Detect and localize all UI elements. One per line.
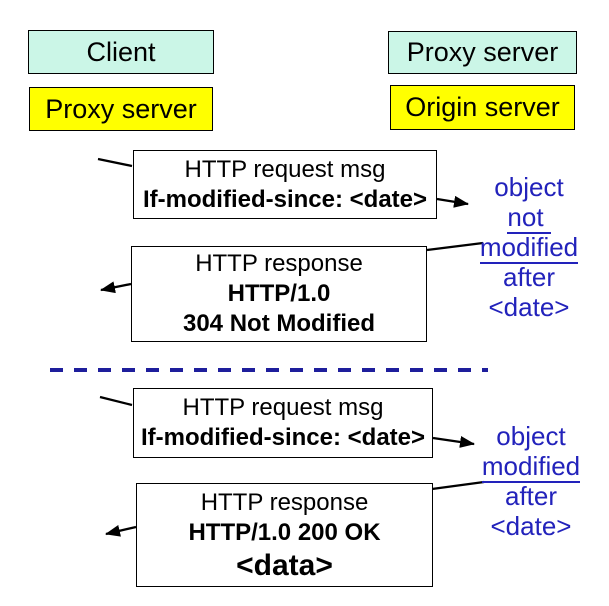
request1-if-modified-since-header: If-modified-since: <date>: [142, 185, 428, 213]
response2-title: HTTP response: [200, 488, 369, 516]
response2-status-200: HTTP/1.0 200 OK: [188, 518, 381, 546]
annotation1-line-date: <date>: [488, 292, 570, 322]
actor-box-client: Client: [28, 30, 214, 74]
annotation2-line-date: <date>: [490, 511, 572, 541]
annotation1-line-not: not: [507, 202, 551, 234]
actor-box-origin-server: Origin server: [390, 85, 575, 130]
response2-left-arrow: [105, 524, 137, 537]
http-response-msg-box-1: HTTP response HTTP/1.0 304 Not Modified: [131, 246, 427, 342]
response1-http-version: HTTP/1.0: [227, 280, 331, 307]
actor-box-right-proxy-server: Proxy server: [388, 31, 577, 74]
annotation2-line-object: object: [496, 421, 566, 451]
annotation-object-modified: object modified after <date>: [463, 421, 599, 541]
http-response-msg-box-2: HTTP response HTTP/1.0 200 OK <data>: [136, 483, 433, 587]
http-request-msg-box-2: HTTP request msg If-modified-since: <dat…: [133, 388, 433, 458]
response1-left-arrow: [100, 281, 132, 294]
request2-if-modified-since-header: If-modified-since: <date>: [140, 424, 426, 451]
actor-box-left-proxy-server: Proxy server: [29, 87, 213, 131]
request1-title: HTTP request msg: [184, 155, 386, 183]
annotation1-line-after: after: [502, 262, 556, 292]
annotation1-line-object: object: [494, 172, 564, 202]
actor-label-right-proxy-server: Proxy server: [406, 37, 559, 67]
http-request-msg-box-1: HTTP request msg If-modified-since: <dat…: [133, 150, 437, 219]
annotation2-line-modified: modified: [481, 451, 581, 483]
annotation1-line-modified: modified: [479, 232, 579, 264]
actor-label-client: Client: [86, 36, 156, 67]
request1-left-stub-line: [97, 157, 133, 168]
response1-title: HTTP response: [195, 250, 363, 277]
response2-data-body: <data>: [236, 548, 333, 582]
annotation2-line-after: after: [504, 481, 558, 511]
annotation-object-not-modified: object not modified after <date>: [459, 172, 599, 322]
actor-label-left-proxy-server: Proxy server: [45, 93, 197, 124]
response1-status-304: 304 Not Modified: [182, 310, 375, 337]
request2-title: HTTP request msg: [182, 394, 384, 421]
request2-left-stub-line: [99, 395, 133, 407]
actor-label-origin-server: Origin server: [405, 92, 560, 122]
